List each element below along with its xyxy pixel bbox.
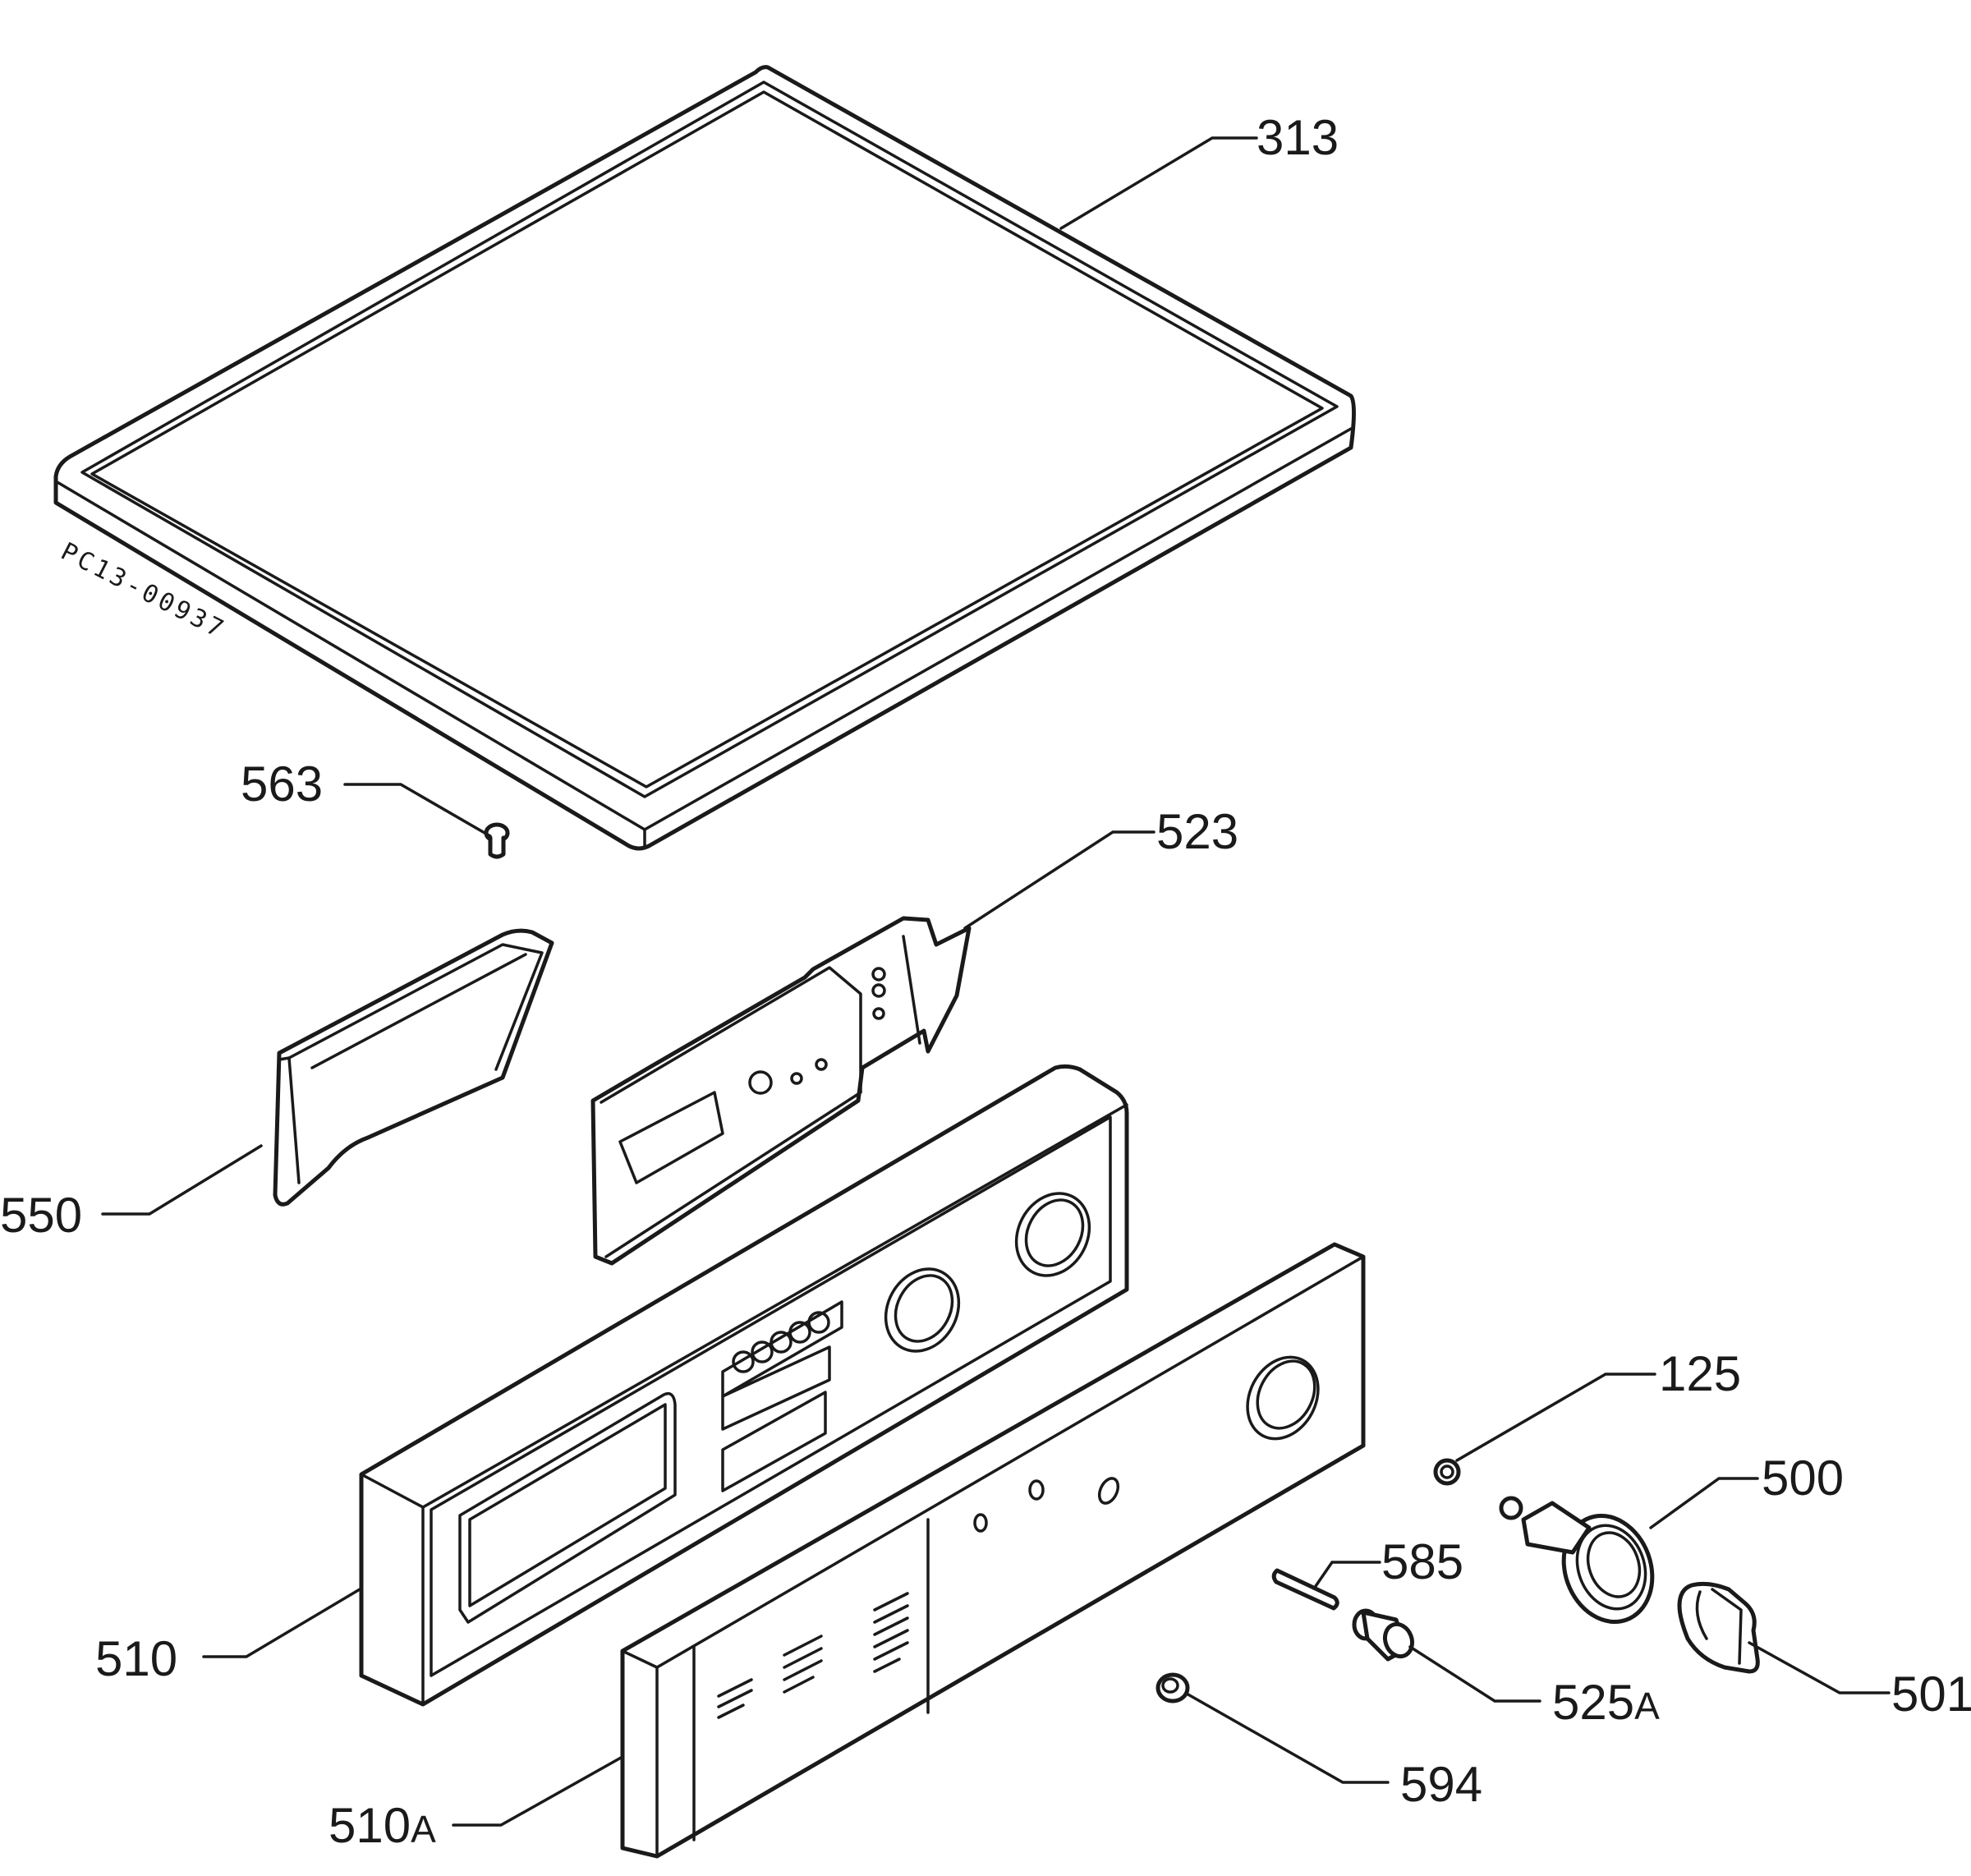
callout-labels: 313 563 523 550 510 510A 125 500 585 525… [0,110,1971,1853]
leader-510 [202,1588,361,1658]
leader-510A [452,1756,623,1827]
leader-585 [1312,1561,1381,1590]
leader-lines [101,136,1891,1827]
leader-500 [1649,1477,1759,1529]
callout-125: 125 [1659,1346,1741,1401]
knob-hole-left [884,1267,961,1353]
pin-585 [1271,1568,1339,1611]
control-knob-501 [1677,1581,1760,1674]
selector-bracket-523 [590,916,972,1266]
leader-550 [101,1144,263,1216]
leader-525A [1408,1645,1541,1703]
decor-panel-510A [620,1242,1366,1859]
push-button-525A [1352,1608,1415,1662]
leader-563 [343,783,492,838]
callout-501: 501 [1891,1667,1971,1722]
callout-594: 594 [1400,1757,1482,1812]
callout-585: 585 [1381,1534,1463,1589]
leader-523 [963,830,1155,930]
callout-563: 563 [241,756,323,812]
leader-313 [1059,136,1258,230]
panel-graphics [717,1592,909,1719]
leader-594 [1185,1692,1390,1784]
screw-563 [484,822,510,859]
leader-501 [1748,1641,1891,1694]
knob-insert-500 [1499,1496,1655,1625]
top-cover-313 [53,65,1356,851]
callout-500: 500 [1762,1451,1844,1506]
button-594 [1155,1672,1190,1704]
callout-510A: 510A [328,1798,436,1853]
knob-hole-right [1014,1192,1091,1277]
callout-510: 510 [95,1631,177,1686]
plug-125 [1433,1458,1461,1486]
callout-313: 313 [1257,110,1339,165]
leader-125 [1455,1373,1656,1462]
callout-525A: 525A [1552,1675,1660,1730]
control-panel-510 [359,1064,1129,1707]
drawer-handle-550 [273,928,554,1207]
callout-550: 550 [0,1188,82,1243]
indicator-lights [721,1300,843,1398]
callout-523: 523 [1156,804,1238,859]
